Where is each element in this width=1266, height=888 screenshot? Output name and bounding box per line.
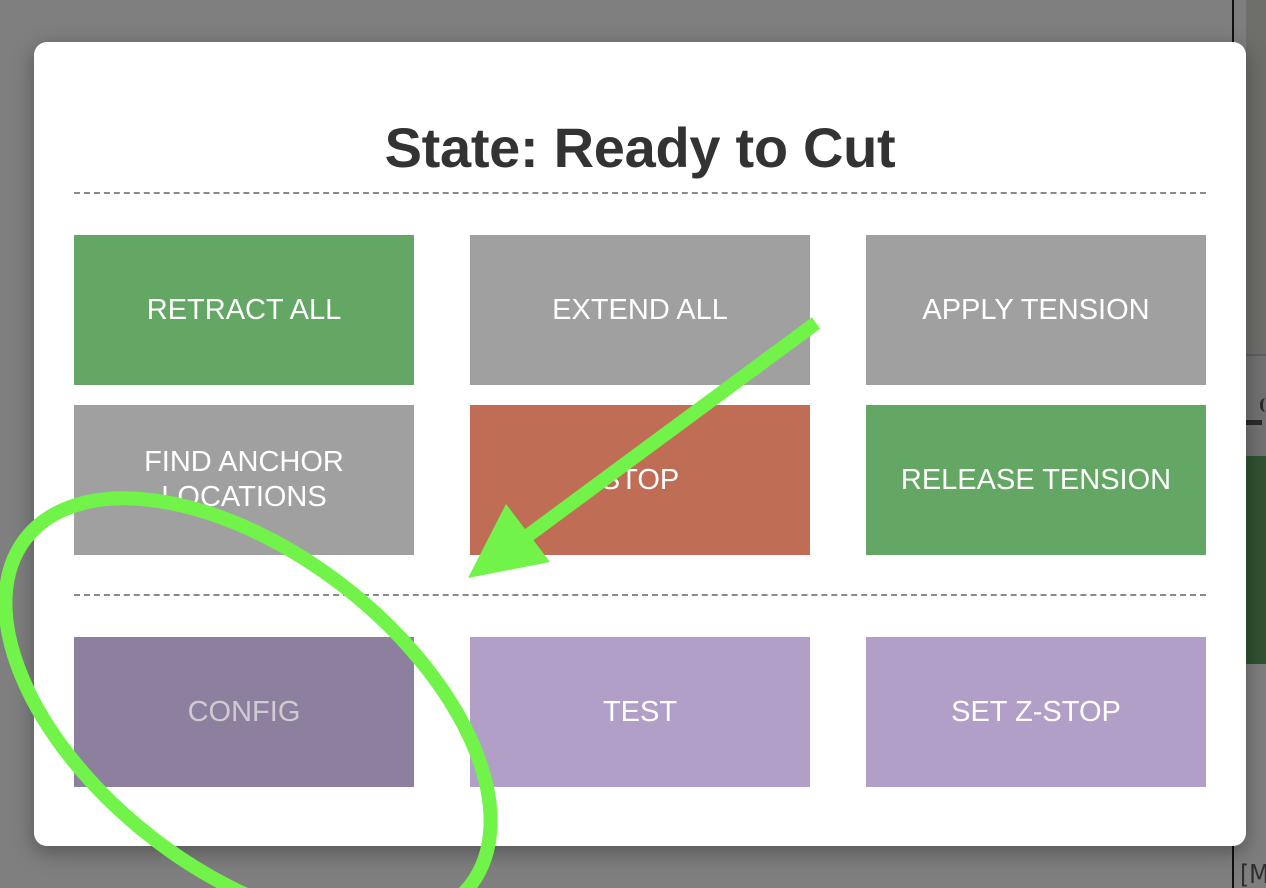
test-button[interactable]: TEST	[470, 637, 810, 787]
config-button[interactable]: CONFIG	[74, 637, 414, 787]
set-z-stop-button[interactable]: SET Z-STOP	[866, 637, 1206, 787]
background-glyph-icon	[1260, 398, 1266, 412]
background-bar	[1246, 420, 1262, 425]
release-tension-button[interactable]: RELEASE TENSION	[866, 405, 1206, 555]
stop-button[interactable]: STOP	[470, 405, 810, 555]
background-panel	[1246, 0, 1266, 354]
background-green-panel	[1246, 456, 1266, 664]
retract-all-button[interactable]: RETRACT ALL	[74, 235, 414, 385]
find-anchor-locations-button[interactable]: FIND ANCHOR LOCATIONS	[74, 405, 414, 555]
apply-tension-button[interactable]: APPLY TENSION	[866, 235, 1206, 385]
divider-bottom	[74, 594, 1206, 596]
background-panel-header	[1246, 354, 1266, 456]
extend-all-button[interactable]: EXTEND ALL	[470, 235, 810, 385]
divider-top	[74, 192, 1206, 194]
state-modal: State: Ready to Cut RETRACT ALL EXTEND A…	[34, 42, 1246, 846]
background-partial-text: [M	[1240, 860, 1266, 888]
modal-title: State: Ready to Cut	[384, 116, 896, 179]
